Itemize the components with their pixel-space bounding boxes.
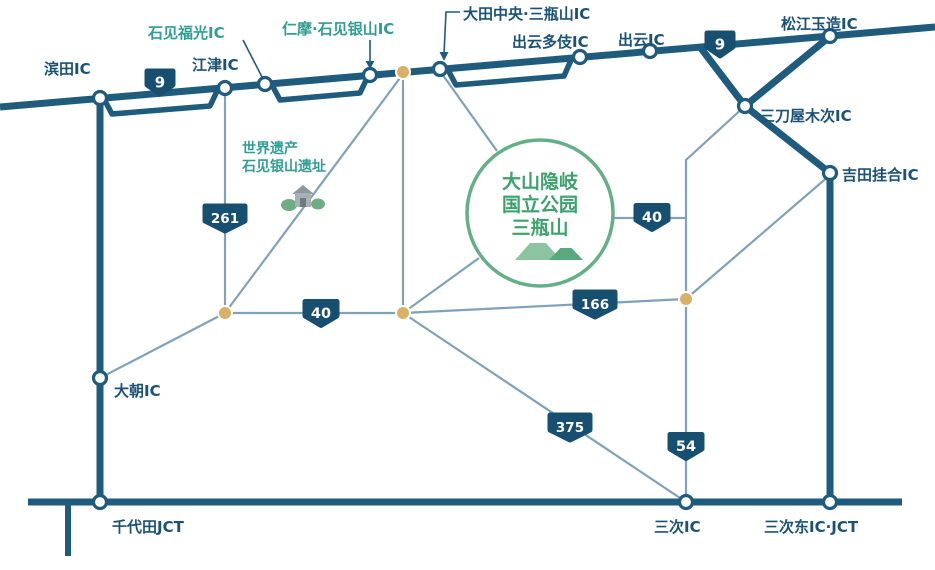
junction-dot-route9 <box>395 64 411 80</box>
road-diagonal-ginzan <box>224 73 404 314</box>
expressway-detour-west <box>101 87 221 117</box>
label-nima-ginzan-ic: 仁摩·石见银山IC <box>282 20 394 38</box>
route-shield-166: 166 <box>572 289 618 320</box>
label-gotsu-ic: 江津IC <box>192 56 239 74</box>
junction-dot-center <box>395 305 411 321</box>
connector-ohda <box>443 11 460 55</box>
road-south-to-sanbe <box>402 257 480 314</box>
shield-number: 9 <box>715 36 725 54</box>
park-name-line2: 国立公园 <box>502 193 578 216</box>
road-ohda-to-sanbe <box>439 70 498 152</box>
shield-number: 166 <box>581 297 609 313</box>
ic-dot-nima-ginzan <box>361 66 379 84</box>
label-matsue-tamatsukuri-ic: 松江玉造IC <box>781 15 858 33</box>
ic-dot-miyoshi <box>677 493 695 511</box>
road-route-54 <box>684 105 746 502</box>
expressway-branch-west <box>697 44 748 109</box>
interchange-dots <box>91 27 839 511</box>
route-shield-261: 261 <box>202 203 248 234</box>
junction-dots <box>217 64 694 321</box>
ic-dot-mitoya-kisuki <box>736 97 754 115</box>
label-world-heritage-line1: 世界遗产 <box>242 140 298 157</box>
park-circle <box>465 138 615 288</box>
label-world-heritage-line2: 石见银山遗址 <box>241 158 326 175</box>
labels-layer: 滨田IC 江津IC 石见福光IC 仁摩·石见银山IC 大田中央·三瓶山IC 出云… <box>44 5 919 536</box>
label-miyoshi-ic: 三次IC <box>654 518 701 536</box>
route-shield-40-west: 40 <box>302 299 340 328</box>
shield-number: 40 <box>311 306 331 322</box>
label-ohda-sanbe-ic: 大田中央·三瓶山IC <box>463 5 590 23</box>
route-shield-9-west: 9 <box>144 68 176 97</box>
label-izumo-ic: 出云IC <box>618 31 665 49</box>
ic-dot-iwami-fukumitsu <box>256 75 274 93</box>
ic-dot-oasa <box>91 369 109 387</box>
ic-dot-gotsu <box>216 79 234 97</box>
shield-number: 375 <box>556 420 584 436</box>
junction-dot-west <box>217 305 233 321</box>
expressway-detour-middle <box>269 74 371 103</box>
ic-dot-izumo-taki <box>571 48 589 66</box>
road-to-oasa <box>99 312 226 379</box>
jct-dot-chiyoda <box>91 493 109 511</box>
ic-dot-matsue-tamatsukuri <box>821 27 839 45</box>
junction-dot-east <box>678 291 694 307</box>
ic-dot-yoshida-kakeai <box>821 164 839 182</box>
ic-dot-izumo <box>641 42 659 60</box>
ic-dot-hamada <box>91 89 109 107</box>
road-route-375 <box>402 312 687 503</box>
label-mitoya-kisuki-ic: 三刀屋木次IC <box>760 107 852 125</box>
route-shield-375: 375 <box>547 412 593 443</box>
arrow-down-icon <box>365 61 375 69</box>
shield-number: 9 <box>155 74 165 92</box>
shield-number: 261 <box>211 211 239 227</box>
connector-fukumitsu <box>242 39 263 78</box>
road-route-166 <box>402 297 687 315</box>
route-shield-54: 54 <box>667 432 705 461</box>
arrow-down-icon <box>439 52 449 61</box>
expressway-detour-east <box>445 56 575 88</box>
route-shield-40-east: 40 <box>633 203 671 232</box>
road-to-yoshida-kakeai <box>685 174 831 300</box>
label-hamada-ic: 滨田IC <box>44 60 91 78</box>
park-name-line3: 三瓶山 <box>511 217 568 239</box>
label-iwami-fukumitsu-ic: 石见福光IC <box>147 24 225 42</box>
ic-dot-miyoshi-higashi <box>821 493 839 511</box>
shield-number: 40 <box>642 210 662 226</box>
park-name-line1: 大山隐岐 <box>502 170 579 193</box>
label-izumo-taki-ic: 出云多伎IC <box>512 33 589 51</box>
park-circle-group: 大山隐岐 国立公园 三瓶山 <box>465 138 615 288</box>
ic-dot-ohda-sanbe <box>431 60 449 78</box>
label-connectors <box>242 11 460 78</box>
route-shields-layer: 9 9 261 40 40 166 375 54 <box>144 30 736 461</box>
label-miyoshi-higashi-ic-jct: 三次东IC·JCT <box>764 518 859 536</box>
mountain-icon <box>515 234 583 260</box>
label-yoshida-kakeai-ic: 吉田挂合IC <box>842 166 919 184</box>
route-shield-9-east: 9 <box>704 30 736 59</box>
heritage-site-icon <box>281 185 325 211</box>
expressway-branch-east <box>742 35 831 109</box>
ordinary-roads-layer <box>99 70 831 503</box>
label-chiyoda-jct: 千代田JCT <box>112 518 185 536</box>
expressway-matsue <box>742 103 834 502</box>
shield-number: 54 <box>676 439 696 455</box>
label-oasa-ic: 大朝IC <box>114 382 161 400</box>
